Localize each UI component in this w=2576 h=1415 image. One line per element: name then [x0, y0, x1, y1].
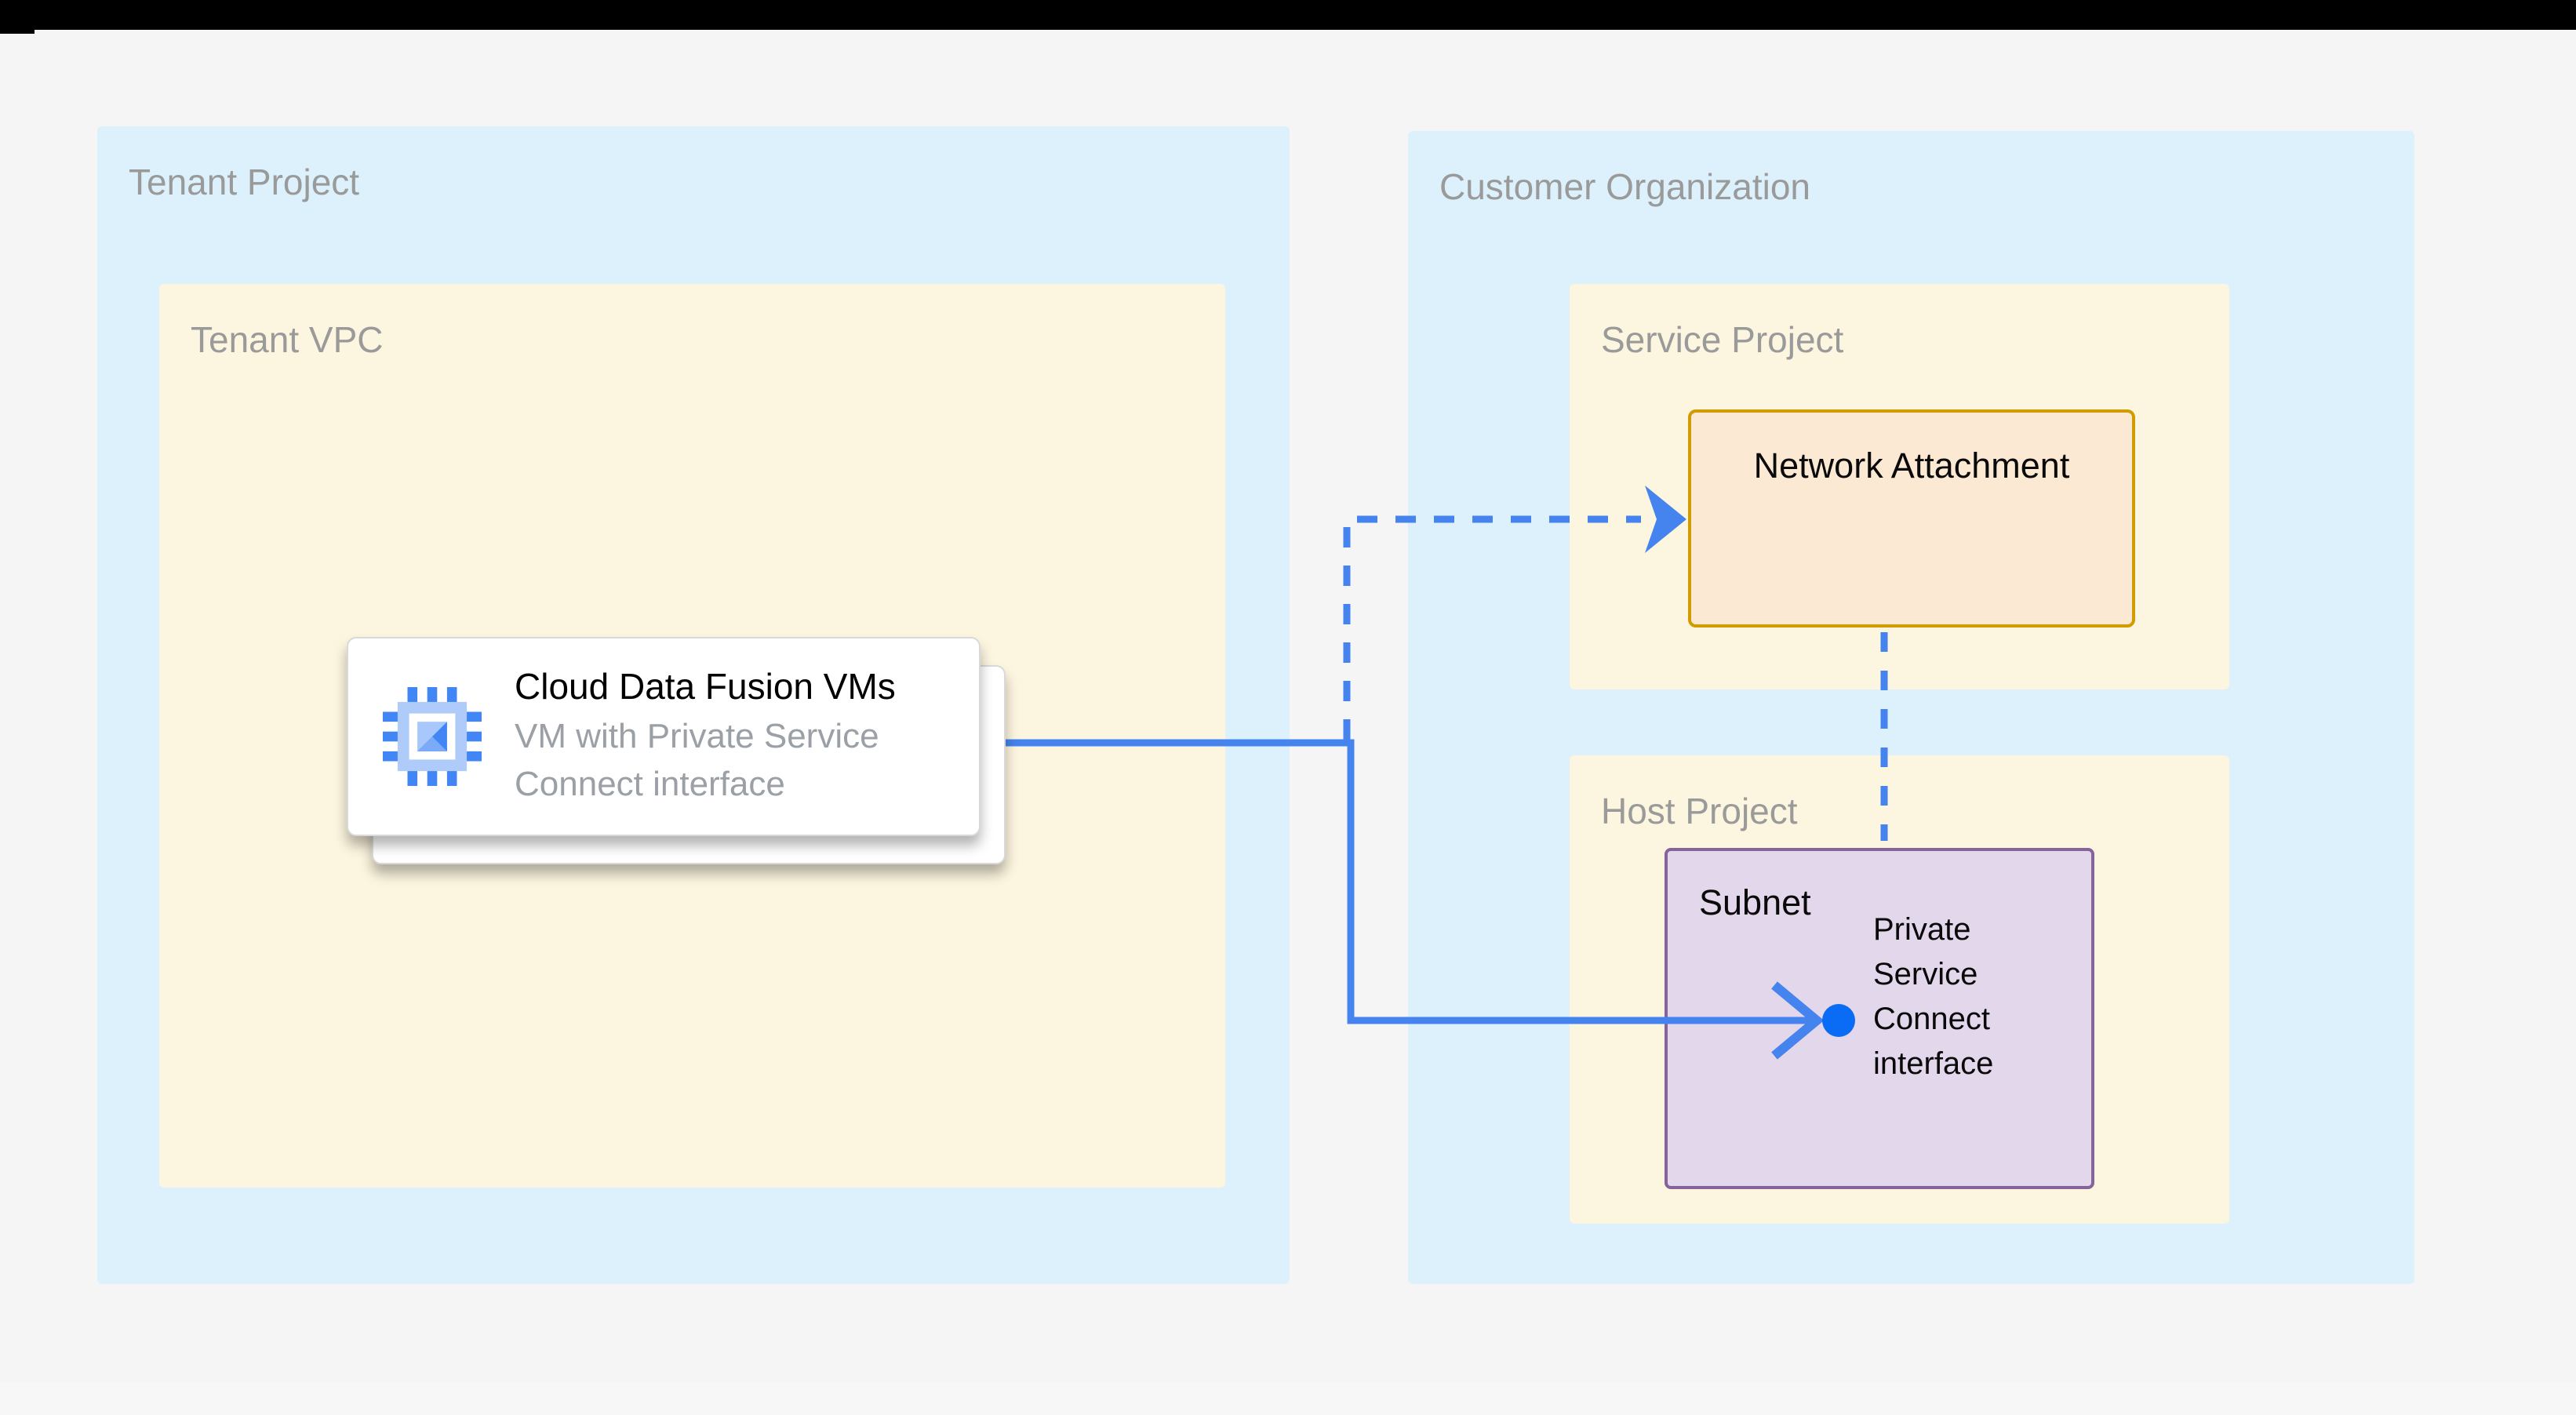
- network-attachment-node: Network Attachment: [1688, 409, 2135, 627]
- tenant-vpc-label: Tenant VPC: [191, 319, 384, 360]
- cloud-data-fusion-card: Cloud Data Fusion VMs VM with Private Se…: [347, 637, 981, 836]
- service-project-label: Service Project: [1601, 319, 1844, 360]
- connector-vm-to-psc-solid-line: [998, 739, 1812, 1024]
- bottom-background-strip: [0, 1382, 2576, 1415]
- connector-vm-to-network-attachment-dashed-line: [1343, 515, 1641, 740]
- customer-organization-label: Customer Organization: [1439, 166, 1810, 207]
- cloud-data-fusion-subtitle: VM with Private Service Connect interfac…: [515, 717, 879, 803]
- compute-engine-chip-icon: [383, 687, 482, 786]
- subnet-label: Subnet: [1699, 882, 1811, 922]
- subnet-node: Subnet Private Service Connect interface: [1665, 848, 2094, 1189]
- top-black-bar: [0, 0, 2576, 30]
- psc-interface-endpoint-dot: [1822, 1004, 1855, 1037]
- arrowhead-chevron-psc: [1771, 981, 1825, 1060]
- arrowhead-dart-network-attachment: [1645, 486, 1686, 553]
- tenant-project-label: Tenant Project: [129, 162, 360, 202]
- cloud-data-fusion-title: Cloud Data Fusion VMs: [515, 666, 896, 707]
- top-black-bar-notch: [0, 30, 35, 34]
- psc-interface-label: Private Service Connect interface: [1873, 912, 1994, 1081]
- cloud-data-fusion-card-text: Cloud Data Fusion VMs VM with Private Se…: [515, 665, 896, 808]
- network-attachment-label: Network Attachment: [1753, 446, 2070, 486]
- host-project-label: Host Project: [1601, 791, 1798, 831]
